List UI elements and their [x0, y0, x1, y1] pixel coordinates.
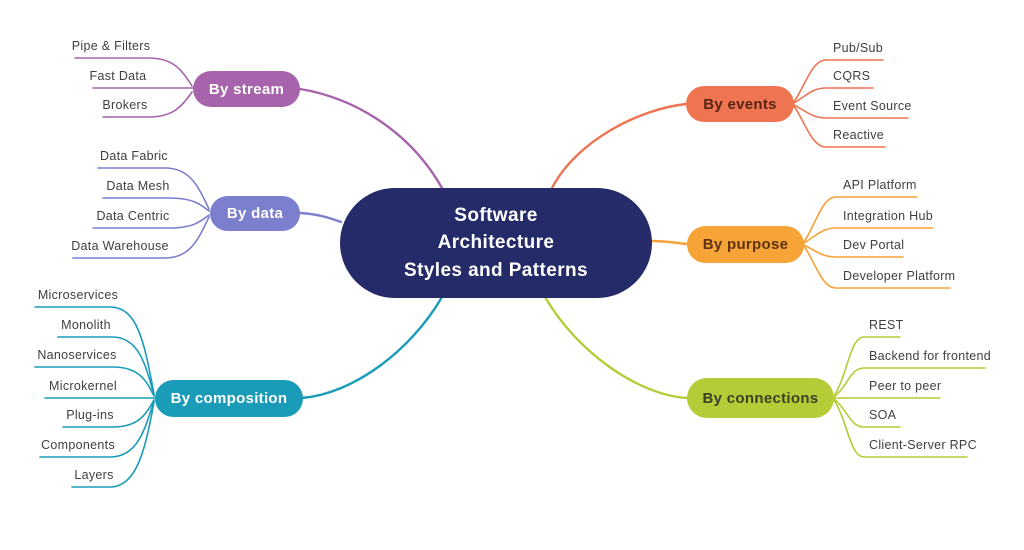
- branch-label-connections: By connections: [702, 389, 819, 407]
- leaf-node-event-source[interactable]: Event Source: [833, 99, 912, 113]
- center-node-line-2: Architecture: [437, 232, 555, 254]
- leaf-curve-integration-hub: [803, 227, 934, 244]
- leaf-node-rest[interactable]: REST: [869, 318, 904, 332]
- leaf-node-data-mesh[interactable]: Data Mesh: [106, 179, 170, 193]
- leaf-curve-microservices: [34, 306, 155, 395]
- leaf-curve-dev-portal: [803, 244, 904, 258]
- branch-label-composition: By composition: [170, 390, 288, 407]
- leaf-node-microservices[interactable]: Microservices: [37, 288, 119, 302]
- center-node-line-3: Styles and Patterns: [404, 259, 588, 281]
- leaf-curve-event-source: [793, 104, 909, 119]
- branch-node-purpose[interactable]: By purpose: [687, 226, 804, 263]
- leaf-curve-components: [39, 400, 155, 458]
- branch-node-events[interactable]: By events: [686, 86, 794, 122]
- leaf-node-api-platform[interactable]: API Platform: [843, 178, 917, 192]
- branch-node-stream[interactable]: By stream: [193, 71, 300, 107]
- branch-node-composition[interactable]: By composition: [155, 380, 303, 417]
- leaf-curve-nanoservices: [34, 366, 155, 397]
- branch-curve-data: [298, 211, 343, 224]
- center-node-line-1: Software: [454, 204, 538, 226]
- branch-label-stream: By stream: [208, 80, 285, 98]
- leaf-node-integration-hub[interactable]: Integration Hub: [843, 209, 933, 223]
- leaf-curve-soa: [833, 398, 901, 428]
- center-node[interactable]: Software Architecture Styles and Pattern…: [340, 188, 652, 298]
- leaf-node-pub-sub[interactable]: Pub/Sub: [833, 41, 884, 55]
- leaf-curve-data-mesh: [102, 197, 210, 212]
- leaf-curve-layers: [71, 401, 155, 488]
- leaf-node-data-warehouse[interactable]: Data Warehouse: [71, 239, 169, 253]
- leaf-node-plug-ins[interactable]: Plug-ins: [66, 408, 114, 422]
- branch-curve-composition: [300, 295, 444, 400]
- leaf-curve-backend-for-frontend: [833, 367, 986, 398]
- leaf-curve-rest: [833, 336, 901, 397]
- leaf-curve-developer-platform: [803, 245, 951, 289]
- leaf-curve-pub-sub: [793, 59, 884, 103]
- branch-curve-events: [550, 102, 688, 190]
- leaf-node-components[interactable]: Components: [41, 438, 115, 452]
- branch-curve-connections: [543, 295, 689, 400]
- branch-curve-stream: [298, 87, 444, 190]
- leaf-curve-data-centric: [92, 214, 210, 229]
- leaf-node-data-fabric[interactable]: Data Fabric: [100, 149, 168, 163]
- leaf-node-brokers[interactable]: Brokers: [102, 98, 148, 112]
- leaf-node-dev-portal[interactable]: Dev Portal: [843, 238, 905, 252]
- leaf-curve-plug-ins: [62, 399, 155, 428]
- leaf-node-microkernel[interactable]: Microkernel: [49, 379, 117, 393]
- leaf-node-client-server-rpc[interactable]: Client-Server RPC: [869, 438, 977, 452]
- leaf-curve-reactive: [793, 105, 886, 148]
- leaf-node-backend-for-frontend[interactable]: Backend for frontend: [869, 349, 992, 363]
- leaf-curve-data-warehouse: [72, 216, 210, 259]
- leaf-node-nanoservices[interactable]: Nanoservices: [37, 348, 117, 362]
- leaf-curve-cqrs: [793, 87, 874, 104]
- leaf-node-soa[interactable]: SOA: [869, 408, 897, 422]
- leaf-node-monolith[interactable]: Monolith: [61, 318, 111, 332]
- leaf-node-layers[interactable]: Layers: [74, 468, 114, 482]
- leaf-curve-brokers: [102, 91, 193, 118]
- leaf-node-pipe-filters[interactable]: Pipe & Filters: [71, 39, 151, 53]
- leaf-curve-monolith: [57, 336, 155, 396]
- leaf-node-cqrs[interactable]: CQRS: [833, 69, 871, 83]
- branch-label-data: By data: [226, 205, 284, 222]
- leaf-node-reactive[interactable]: Reactive: [833, 128, 885, 142]
- leaf-curve-pipe-filters: [74, 57, 193, 87]
- branch-label-purpose: By purpose: [702, 236, 789, 253]
- branch-curve-purpose: [650, 239, 689, 246]
- branch-node-connections[interactable]: By connections: [687, 378, 834, 418]
- branch-node-data[interactable]: By data: [210, 196, 300, 231]
- leaf-node-developer-platform[interactable]: Developer Platform: [843, 269, 956, 283]
- leaf-curve-data-fabric: [97, 167, 210, 210]
- leaf-node-peer-to-peer[interactable]: Peer to peer: [869, 379, 942, 393]
- leaf-curve-client-server-rpc: [833, 399, 968, 458]
- leaf-node-fast-data[interactable]: Fast Data: [89, 69, 147, 83]
- leaf-node-data-centric[interactable]: Data Centric: [96, 209, 170, 223]
- leaf-curve-api-platform: [803, 196, 918, 243]
- branch-label-events: By events: [703, 95, 777, 113]
